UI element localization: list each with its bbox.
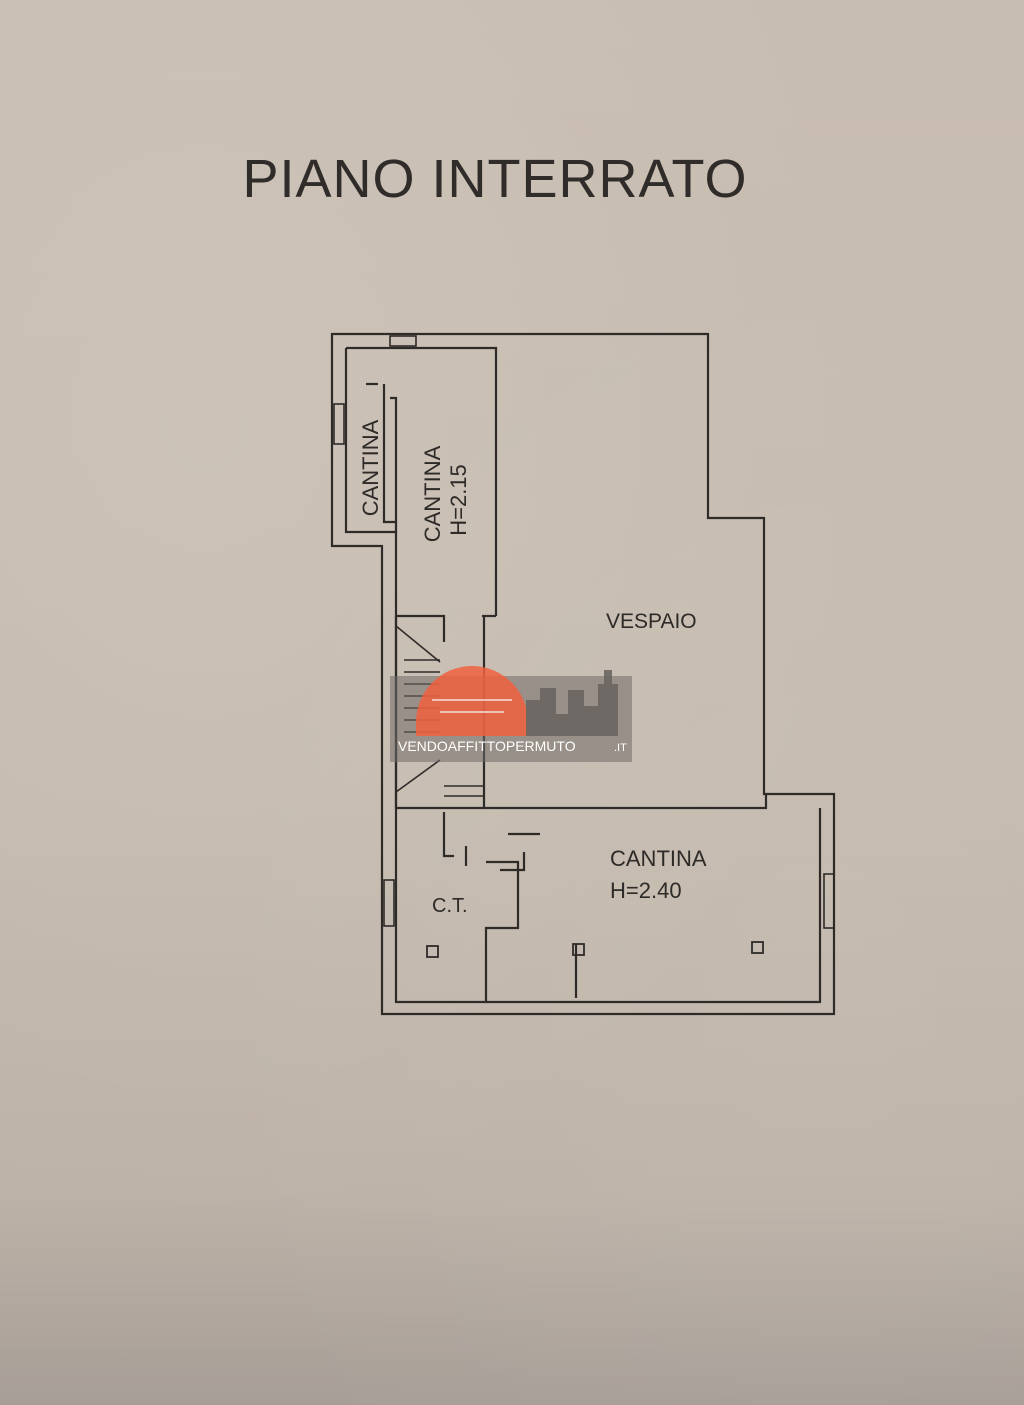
label-cantina-bottom: CANTINA (610, 846, 707, 871)
label-vespaio: VESPAIO (606, 610, 697, 633)
skyline-icon (526, 670, 618, 736)
label-cantina-bottom-height: H=2.40 (610, 878, 682, 903)
label-ct: C.T. (432, 895, 468, 917)
page-title: PIANO INTERRATO (242, 149, 748, 209)
label-cantina-small: CANTINA (358, 419, 383, 516)
fixtures (426, 941, 764, 958)
watermark-suffix: .IT (614, 742, 627, 754)
watermark-text: VENDOAFFITTOPERMUTO (398, 738, 576, 754)
plan-walls (330, 332, 836, 1016)
label-cantina-tall-height: H=2.15 (446, 464, 471, 536)
label-cantina-tall: CANTINA (420, 445, 445, 542)
watermark-logo: VENDOAFFITTOPERMUTO .IT (390, 666, 632, 762)
windows (333, 335, 835, 929)
